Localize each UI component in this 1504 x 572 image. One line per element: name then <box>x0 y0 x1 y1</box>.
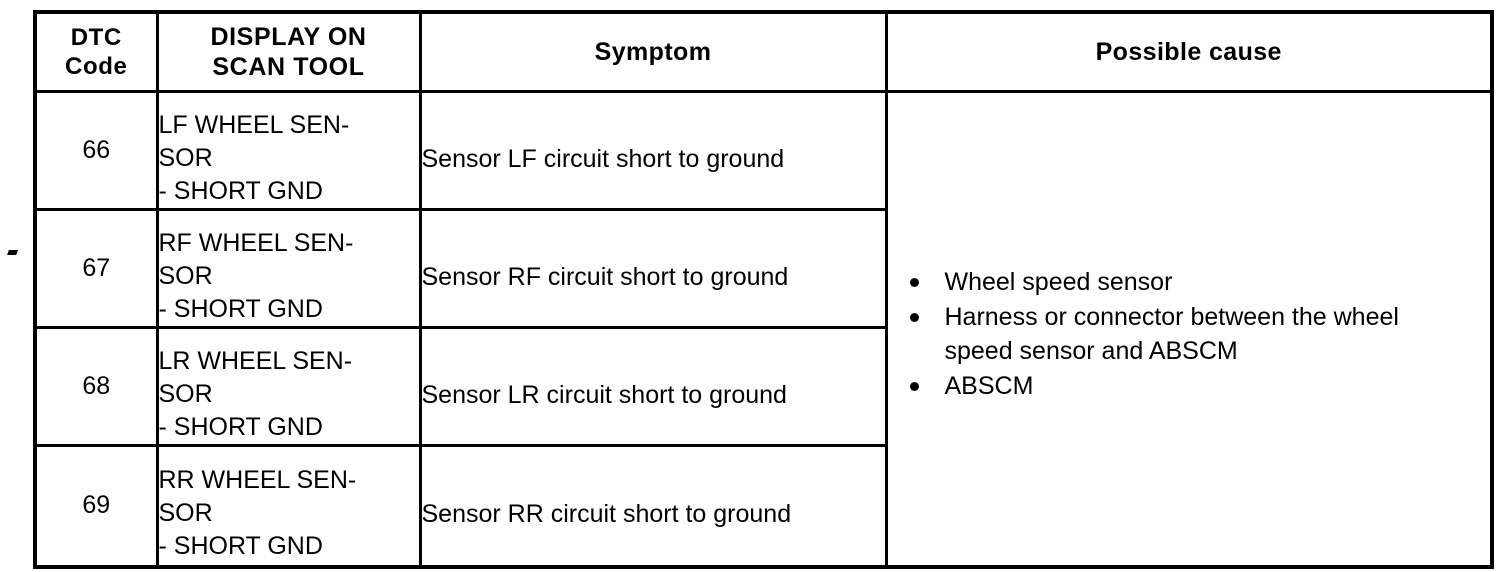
table-row: 66 LF WHEEL SEN- SOR - SHORT GND Sensor … <box>33 90 1494 568</box>
cell-display-on-scan-tool: RF WHEEL SEN- SOR - SHORT GND <box>155 208 422 329</box>
display-line1: RF WHEEL SEN- <box>158 229 354 257</box>
display-line2: SOR <box>158 144 213 172</box>
cell-symptom: Sensor LF circuit short to ground <box>418 90 888 211</box>
header-display-line1: DISPLAY ON <box>210 22 367 51</box>
column-header-display-on-scan-tool: DISPLAY ON SCAN TOOL <box>155 10 422 93</box>
cause-line: Wheel speed sensor <box>944 267 1173 296</box>
cause-line: Harness or connector between the wheel <box>944 303 1399 332</box>
table-row: 69 RR WHEEL SEN- SOR - SHORT GND Sensor … <box>33 444 1492 568</box>
display-line3: - SHORT GND <box>158 295 323 323</box>
display-line3: - SHORT GND <box>158 413 323 441</box>
dtc-diagnostic-table: DTC Code DISPLAY ON SCAN TOOL Symptom Po… <box>33 10 1494 569</box>
display-line2: SOR <box>158 380 213 408</box>
header-display-line2: SCAN TOOL <box>212 53 365 81</box>
display-line3: - SHORT GND <box>158 177 323 205</box>
header-dtc-code-line1: DTC <box>70 23 122 51</box>
symptom-text: Sensor RF circuit short to ground <box>421 263 789 291</box>
cause-line: ABSCM <box>944 372 1034 401</box>
display-line1: RR WHEEL SEN- <box>158 466 357 495</box>
column-header-symptom: Symptom <box>418 10 888 93</box>
cell-symptom: Sensor RR circuit short to ground <box>418 444 888 568</box>
cell-dtc-code: 66 <box>33 90 159 211</box>
list-item: Wheel speed sensor <box>900 266 1481 300</box>
display-line1: LR WHEEL SEN- <box>158 347 353 375</box>
scan-artifact-speck <box>7 250 18 255</box>
bullet-icon <box>909 382 919 392</box>
bullet-icon <box>909 277 919 287</box>
cell-display-on-scan-tool: RR WHEEL SEN- SOR - SHORT GND <box>155 444 422 568</box>
display-line3: - SHORT GND <box>158 532 323 561</box>
display-line2: SOR <box>158 262 213 290</box>
cell-display-on-scan-tool: LR WHEEL SEN- SOR - SHORT GND <box>155 326 422 447</box>
cause-line-continuation: speed sensor and ABSCM <box>944 336 1238 365</box>
display-line1: LF WHEEL SEN- <box>158 111 350 139</box>
table-header: DTC Code DISPLAY ON SCAN TOOL Symptom Po… <box>33 10 1494 93</box>
cell-dtc-code: 67 <box>33 208 159 329</box>
column-header-possible-cause: Possible cause <box>884 10 1494 93</box>
cell-dtc-code: 68 <box>33 326 159 447</box>
symptom-text: Sensor LF circuit short to ground <box>421 145 785 173</box>
bullet-icon <box>909 313 919 323</box>
symptom-text: Sensor RR circuit short to ground <box>421 500 792 529</box>
cell-symptom: Sensor LR circuit short to ground <box>418 326 888 447</box>
table-row: 68 LR WHEEL SEN- SOR - SHORT GND Sensor … <box>33 326 1492 447</box>
header-dtc-code-line2: Code <box>65 53 128 80</box>
symptom-text: Sensor LR circuit short to ground <box>421 381 787 409</box>
header-row: DTC Code DISPLAY ON SCAN TOOL Symptom Po… <box>33 10 1494 93</box>
cell-possible-cause: Wheel speed sensor Harness or connector … <box>884 90 1494 568</box>
possible-cause-list: Wheel speed sensor Harness or connector … <box>888 252 1491 404</box>
display-line2: SOR <box>158 499 213 528</box>
column-header-dtc-code: DTC Code <box>33 10 159 93</box>
table-row: 67 RF WHEEL SEN- SOR - SHORT GND Sensor … <box>33 208 1492 329</box>
list-item: Harness or connector between the wheel s… <box>900 301 1481 368</box>
cell-dtc-code: 69 <box>33 444 159 568</box>
list-item: ABSCM <box>900 370 1481 404</box>
table-body: 66 LF WHEEL SEN- SOR - SHORT GND Sensor … <box>33 90 1494 568</box>
cell-symptom: Sensor RF circuit short to ground <box>418 208 888 329</box>
cell-display-on-scan-tool: LF WHEEL SEN- SOR - SHORT GND <box>155 90 422 211</box>
